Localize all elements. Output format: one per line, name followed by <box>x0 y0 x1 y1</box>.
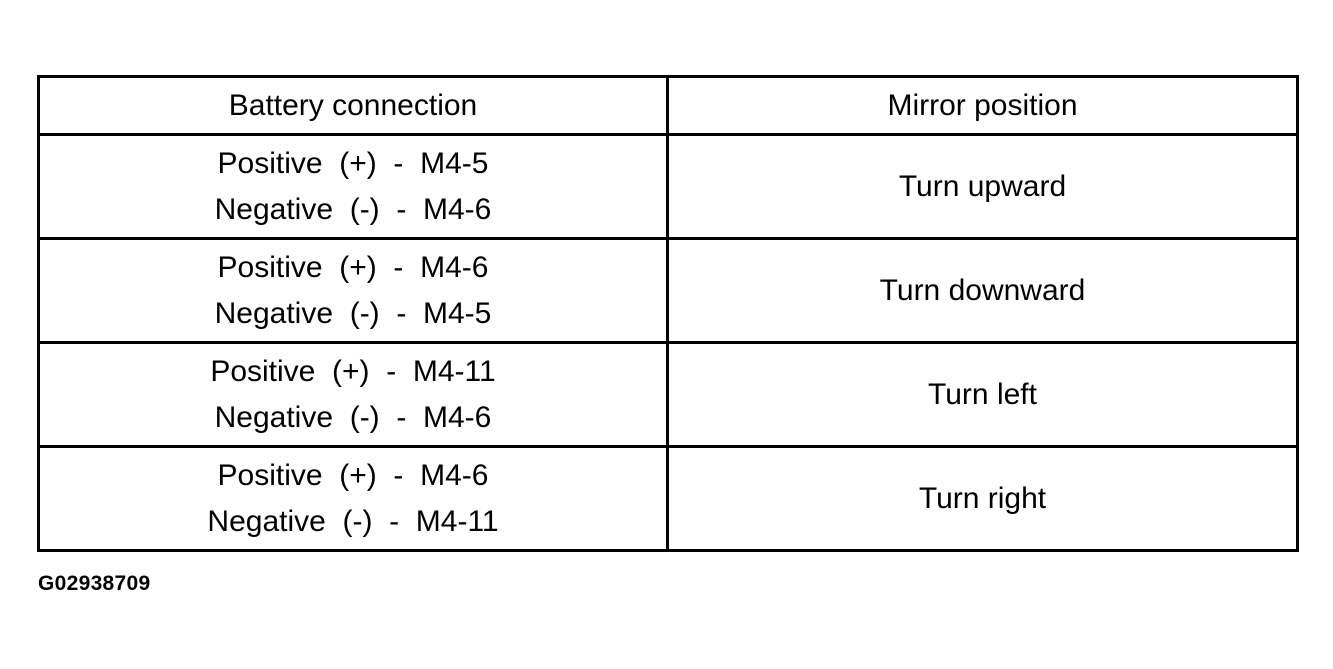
table-row: Positive (+) - M4-6 Negative (-) - M4-5 … <box>37 237 1299 344</box>
battery-connection-cell: Positive (+) - M4-11 Negative (-) - M4-6 <box>37 341 669 448</box>
mirror-position-cell: Turn downward <box>666 237 1299 344</box>
negative-connection: Negative (-) - M4-6 <box>214 192 492 226</box>
mirror-position-cell: Turn upward <box>666 133 1299 240</box>
table-row: Positive (+) - M4-11 Negative (-) - M4-6… <box>37 341 1299 448</box>
table-header-row: Battery connection Mirror position <box>37 75 1299 136</box>
battery-mirror-table: Battery connection Mirror position Posit… <box>37 75 1299 552</box>
header-battery-connection: Battery connection <box>37 75 669 136</box>
battery-connection-cell: Positive (+) - M4-5 Negative (-) - M4-6 <box>37 133 669 240</box>
positive-connection: Positive (+) - M4-5 <box>217 146 489 180</box>
mirror-position-cell: Turn right <box>666 445 1299 552</box>
negative-connection: Negative (-) - M4-6 <box>214 400 492 434</box>
mirror-position-cell: Turn left <box>666 341 1299 448</box>
negative-connection: Negative (-) - M4-11 <box>207 504 499 538</box>
header-mirror-position: Mirror position <box>666 75 1299 136</box>
battery-connection-cell: Positive (+) - M4-6 Negative (-) - M4-5 <box>37 237 669 344</box>
negative-connection: Negative (-) - M4-5 <box>214 296 492 330</box>
battery-connection-cell: Positive (+) - M4-6 Negative (-) - M4-11 <box>37 445 669 552</box>
positive-connection: Positive (+) - M4-6 <box>217 250 489 284</box>
positive-connection: Positive (+) - M4-11 <box>210 354 496 388</box>
figure-id: G02938709 <box>38 572 151 595</box>
positive-connection: Positive (+) - M4-6 <box>217 458 489 492</box>
table-row: Positive (+) - M4-5 Negative (-) - M4-6 … <box>37 133 1299 240</box>
table-row: Positive (+) - M4-6 Negative (-) - M4-11… <box>37 445 1299 552</box>
